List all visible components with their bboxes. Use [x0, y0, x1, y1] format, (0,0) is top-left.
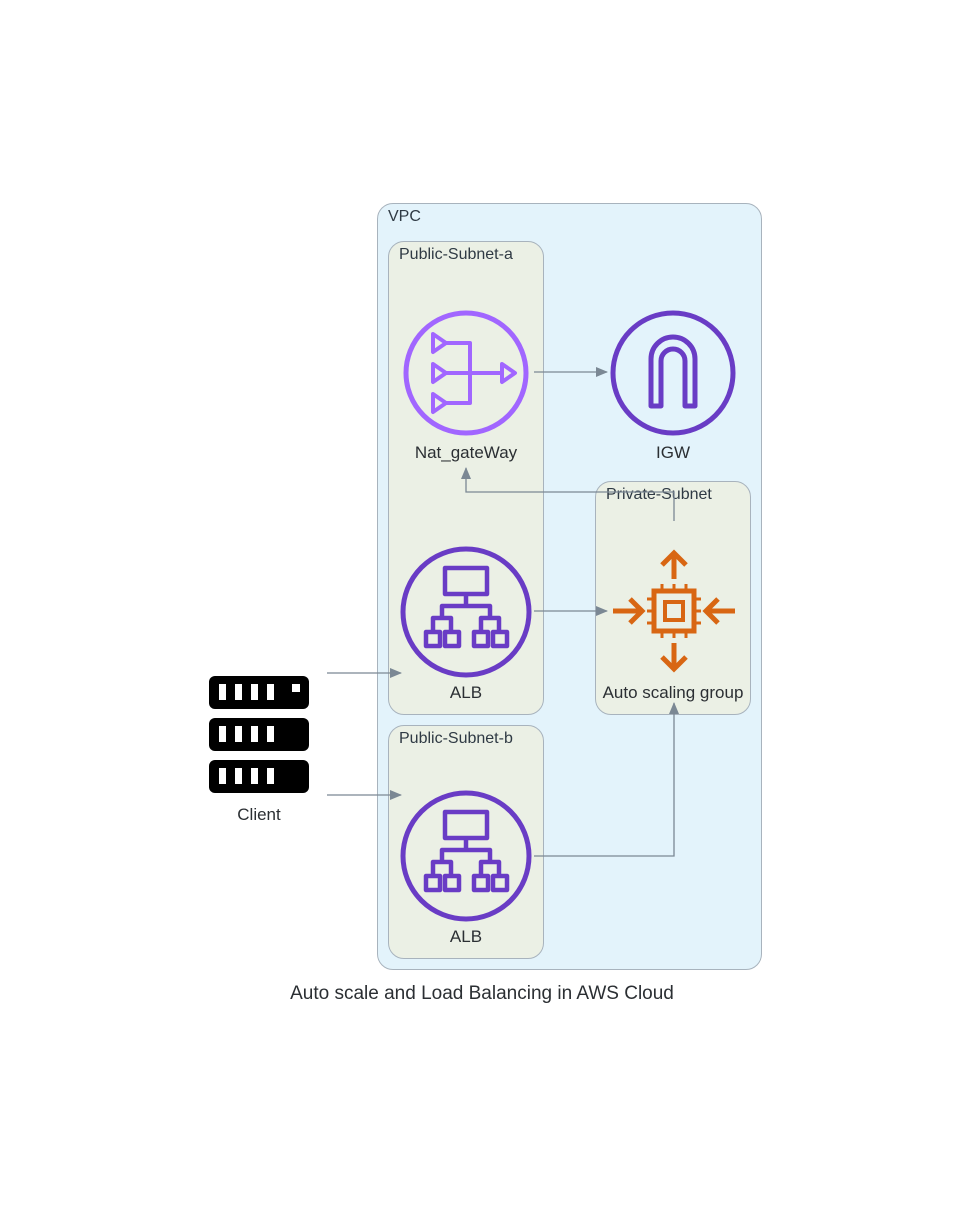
diagram-title: Auto scale and Load Balancing in AWS Clo… [290, 983, 674, 1004]
igw-label: IGW [656, 443, 690, 462]
asg-label: Auto scaling group [602, 683, 744, 702]
internet-gateway-icon [610, 310, 736, 436]
public-subnet-b-label: Public-Subnet-b [399, 730, 513, 747]
client-label: Client [237, 805, 281, 824]
edge-asg-to-nat [461, 467, 675, 521]
public-subnet-a-label: Public-Subnet-a [399, 246, 513, 263]
private-subnet-label: Private-Subnet [606, 486, 712, 503]
nat-gateway-label: Nat_gateWay [414, 443, 518, 462]
alb-b-label: ALB [449, 927, 483, 946]
alb-a-label: ALB [449, 683, 483, 702]
edge-alb-b-to-asg [534, 702, 679, 857]
server-rack-icon [209, 676, 309, 793]
public-subnet-a-cluster: Public-Subnet-a [388, 241, 544, 715]
nat-gateway-icon [403, 310, 529, 436]
application-load-balancer-icon [400, 790, 532, 922]
vpc-label: VPC [388, 208, 421, 225]
application-load-balancer-icon [400, 546, 532, 678]
private-subnet-cluster: Private-Subnet [595, 481, 751, 715]
auto-scaling-group-icon [613, 549, 735, 673]
